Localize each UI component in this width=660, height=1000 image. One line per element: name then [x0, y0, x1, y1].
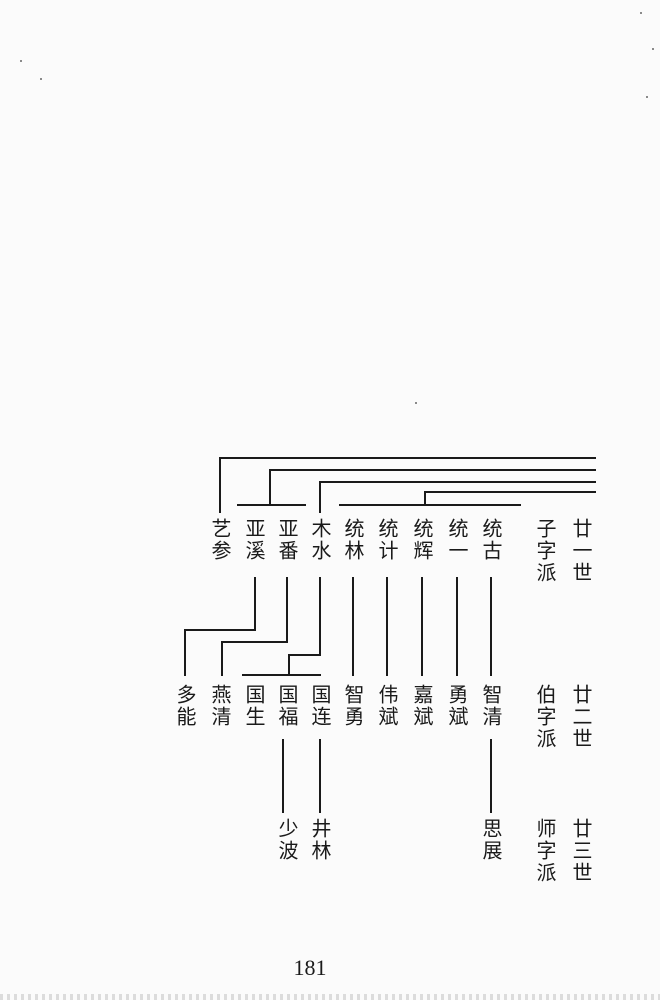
page-number: 181: [293, 955, 327, 980]
name-yaxi: 亚溪: [242, 518, 266, 562]
scan-bottom-edge: [0, 994, 660, 1000]
name-zhiqing: 智清: [479, 684, 503, 728]
generation-sub-23: 师字派: [533, 818, 557, 884]
scan-speck: [640, 12, 642, 14]
scan-speck: [415, 402, 417, 404]
name-duoneng: 多能: [173, 684, 197, 728]
name-yican: 艺参: [208, 518, 232, 562]
name-weibin: 伟斌: [375, 684, 399, 728]
name-tonglin: 统林: [341, 518, 365, 562]
scan-speck: [646, 96, 648, 98]
name-mushui: 木水: [308, 518, 332, 562]
name-jinglin: 井林: [308, 818, 332, 862]
name-yanqing: 燕清: [208, 684, 232, 728]
name-tongyi: 统一: [445, 518, 469, 562]
scan-speck: [20, 60, 22, 62]
name-tonghui: 统辉: [410, 518, 434, 562]
name-guofu: 国福: [275, 684, 299, 728]
scan-speck: [652, 48, 654, 50]
name-yongbin: 勇斌: [445, 684, 469, 728]
scan-speck: [40, 78, 42, 80]
name-shaobo: 少波: [275, 818, 299, 862]
generation-sub-21: 子字派: [533, 518, 557, 584]
generation-label-21: 廿一世: [569, 518, 593, 584]
name-jiabin: 嘉斌: [410, 684, 434, 728]
name-guosheng: 国生: [242, 684, 266, 728]
generation-label-23: 廿三世: [569, 818, 593, 884]
name-tongji: 统计: [375, 518, 399, 562]
name-yafan: 亚番: [275, 518, 299, 562]
generation-sub-22: 伯字派: [533, 684, 557, 750]
name-zhiyong: 智勇: [341, 684, 365, 728]
name-sizhan: 思展: [479, 818, 503, 862]
name-guolian: 国连: [308, 684, 332, 728]
generation-label-22: 廿二世: [569, 684, 593, 750]
name-tonggu: 统古: [479, 518, 503, 562]
